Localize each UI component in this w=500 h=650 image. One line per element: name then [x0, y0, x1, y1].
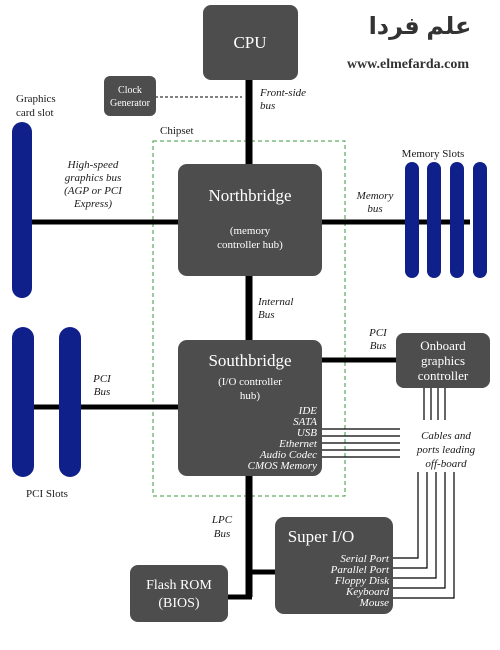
cables-label-3: off-board — [425, 458, 467, 470]
lpc-bus-label-1: LPC — [211, 514, 233, 526]
pci-bus-right-label-1: PCI — [368, 327, 388, 339]
pci-bus-left-label-2: Bus — [94, 386, 111, 398]
cpu-box — [203, 5, 298, 80]
pci-slot-2 — [59, 327, 81, 477]
watermark-arabic: علم فردا — [369, 13, 472, 40]
clock-label-1: Clock — [118, 85, 142, 96]
superio-port-keyboard: Keyboard — [345, 586, 389, 598]
watermark-url: www.elmefarda.com — [347, 57, 469, 72]
fsb-label-2: bus — [260, 100, 275, 112]
northbridge-sub-1: (memory — [230, 225, 271, 237]
graphics-card-slot — [12, 122, 32, 298]
southbridge-sub-1: (I/O controller — [218, 376, 282, 388]
fsb-label-1: Front-side — [259, 87, 306, 99]
internal-bus-label-2: Bus — [258, 309, 275, 321]
southbridge-title: Southbridge — [208, 351, 291, 370]
hsb-label-2: graphics bus — [65, 172, 122, 184]
onboard-port-lines — [423, 387, 446, 420]
cpu-label: CPU — [233, 33, 266, 52]
northbridge-box — [178, 164, 322, 276]
onboard-label-1: Onboard — [420, 338, 466, 353]
onboard-label-3: controller — [418, 368, 469, 383]
lpc-bus-label-2: Bus — [214, 528, 231, 540]
flash-label-2: (BIOS) — [158, 596, 200, 611]
hsb-label-4: Express) — [73, 198, 112, 210]
northbridge-sub-2: controller hub) — [217, 239, 283, 251]
cables-label-1: Cables and — [421, 430, 471, 442]
southbridge-port-lines — [322, 428, 400, 458]
southbridge-port-audio: Audio Codec — [259, 449, 317, 461]
clock-generator-box — [104, 76, 156, 116]
southbridge-port-usb: USB — [297, 427, 317, 439]
southbridge-box — [178, 340, 322, 476]
graphics-slot-label-2: card slot — [16, 107, 54, 119]
northbridge-title: Northbridge — [208, 186, 291, 205]
pci-slot-1 — [12, 327, 34, 477]
memory-bus-label-2: bus — [367, 203, 382, 215]
superio-title: Super I/O — [288, 527, 355, 546]
cables-label-2: ports leading — [416, 444, 476, 456]
southbridge-port-cmos: CMOS Memory — [248, 460, 317, 472]
hsb-label-1: High-speed — [67, 159, 119, 171]
southbridge-port-sata: SATA — [293, 416, 317, 428]
clock-label-2: Generator — [110, 98, 151, 109]
super-io-box — [275, 517, 393, 614]
internal-bus-label-1: Internal — [257, 296, 293, 308]
pci-bus-right-label-2: Bus — [370, 340, 387, 352]
memory-bus-label-1: Memory — [356, 190, 394, 202]
southbridge-port-ethernet: Ethernet — [278, 438, 318, 450]
graphics-slot-label-1: Graphics — [16, 93, 56, 105]
southbridge-sub-2: hub) — [240, 390, 261, 402]
southbridge-port-ide: IDE — [298, 405, 318, 417]
flash-rom-box — [130, 565, 228, 622]
chipset-label: Chipset — [160, 125, 194, 137]
onboard-label-2: graphics — [421, 353, 465, 368]
onboard-graphics-box — [396, 333, 490, 388]
superio-port-serial: Serial Port — [340, 553, 390, 565]
cables-label-bg — [404, 424, 490, 472]
superio-port-parallel: Parallel Port — [330, 564, 390, 576]
memory-slots — [405, 162, 487, 278]
superio-port-floppy: Floppy Disk — [334, 575, 390, 587]
hsb-label-3: (AGP or PCI — [64, 185, 123, 197]
pci-bus-left-label-1: PCI — [92, 373, 112, 385]
superio-port-mouse: Mouse — [359, 597, 389, 609]
memory-slots-label: Memory Slots — [402, 148, 465, 160]
flash-label-1: Flash ROM — [146, 578, 212, 593]
pci-slots-label: PCI Slots — [26, 488, 68, 500]
superio-port-lines — [392, 470, 455, 599]
